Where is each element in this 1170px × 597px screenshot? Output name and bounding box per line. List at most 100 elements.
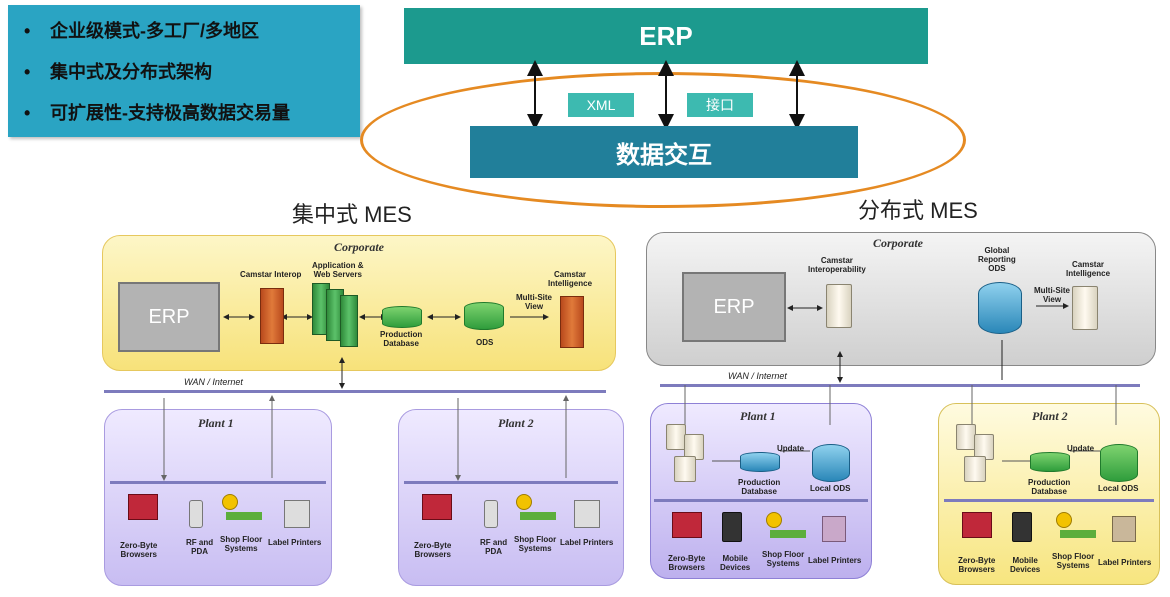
erp-box: ERP xyxy=(118,282,220,352)
corporate-title: Corporate xyxy=(334,240,385,254)
production-database-label: Production Database xyxy=(738,478,781,496)
data-exchange-block: 数据交互 xyxy=(470,126,858,178)
global-ods-icon xyxy=(978,282,1022,334)
pda-icon xyxy=(484,500,498,528)
bullet-item: •可扩展性-支持极高数据交易量 xyxy=(24,103,290,123)
camstar-intelligence-label: Camstar Intelligence xyxy=(1066,260,1111,278)
update-label: Update xyxy=(777,444,805,453)
interface-tag: 接口 xyxy=(687,93,753,117)
interop-server-icon xyxy=(826,284,852,328)
device-label: Zero-Byte Browsers xyxy=(668,554,706,572)
feature-bullets: •企业级模式-多工厂/多地区 •集中式及分布式架构 •可扩展性-支持极高数据交易… xyxy=(8,5,360,137)
device-label: Zero-Byte Browsers xyxy=(120,541,158,559)
distributed-plant-links xyxy=(684,385,1117,462)
local-ods-label: Local ODS xyxy=(1098,484,1139,493)
device-label: Label Printers xyxy=(808,556,862,565)
centralized-plant-links xyxy=(161,395,569,481)
ods-label: ODS xyxy=(476,338,494,347)
printer-icon xyxy=(1112,516,1136,542)
local-ods-icon xyxy=(812,444,850,482)
wan-bus xyxy=(660,384,1140,387)
device-label: RF and PDA xyxy=(480,538,508,556)
erp-block: ERP xyxy=(404,8,928,64)
browser-icon xyxy=(128,494,158,520)
wan-label: WAN / Internet xyxy=(728,371,787,381)
server-icon xyxy=(674,456,696,482)
device-label: RF and PDA xyxy=(186,538,214,556)
distributed-corp-links xyxy=(787,303,1069,383)
corporate-title: Corporate xyxy=(873,236,924,250)
plant-bus xyxy=(110,481,326,484)
xml-tag: XML xyxy=(568,93,634,117)
intelligence-server-icon xyxy=(560,296,584,348)
plant-bus xyxy=(944,499,1154,502)
device-label: Shop Floor Systems xyxy=(220,535,263,553)
production-database-icon xyxy=(1030,452,1070,472)
device-label: Label Printers xyxy=(560,538,614,547)
device-label: Shop Floor Systems xyxy=(514,535,557,553)
intelligence-server-icon xyxy=(1072,286,1098,330)
browser-icon xyxy=(672,512,702,538)
printer-icon xyxy=(822,516,846,542)
bullet-item: •企业级模式-多工厂/多地区 xyxy=(24,21,259,41)
plant-panel xyxy=(104,409,332,586)
device-label: Label Printers xyxy=(1098,558,1152,567)
tablet-icon xyxy=(1012,512,1032,542)
gear-icon xyxy=(516,494,532,510)
gear-icon xyxy=(1056,512,1072,528)
device-label: Zero-Byte Browsers xyxy=(958,556,996,574)
browser-icon xyxy=(962,512,992,538)
server-icon xyxy=(964,456,986,482)
device-label: Shop Floor Systems xyxy=(762,550,805,568)
centralized-title: 集中式 MES xyxy=(292,202,412,227)
conveyor-icon xyxy=(770,530,806,538)
local-ods-label: Local ODS xyxy=(810,484,851,493)
server-icon xyxy=(956,424,976,450)
gear-icon xyxy=(222,494,238,510)
printer-icon xyxy=(284,500,310,528)
bullet-item: •集中式及分布式架构 xyxy=(24,62,212,82)
gear-icon xyxy=(766,512,782,528)
app-server-icon xyxy=(340,295,358,347)
update-label: Update xyxy=(1067,444,1095,453)
app-servers-label: Application & Web Servers xyxy=(312,261,364,279)
wan-bus xyxy=(104,390,606,393)
production-database-label: Production Database xyxy=(1028,478,1071,496)
device-label: Shop Floor Systems xyxy=(1052,552,1095,570)
production-database-icon xyxy=(382,306,422,328)
camstar-intelligence-label: Camstar Intelligence xyxy=(548,270,593,288)
plant-title: Plant 2 xyxy=(1032,409,1068,423)
multi-site-view-label: Multi-Site View xyxy=(516,293,552,311)
conveyor-icon xyxy=(226,512,262,520)
conveyor-icon xyxy=(520,512,556,520)
conveyor-icon xyxy=(1060,530,1096,538)
erp-box: ERP xyxy=(682,272,786,342)
server-icon xyxy=(666,424,686,450)
interop-server-icon xyxy=(260,288,284,344)
plant-panel xyxy=(650,403,872,579)
local-ods-icon xyxy=(1100,444,1138,482)
camstar-interop-label: Camstar Interoperability xyxy=(808,256,866,274)
centralized-corp-links xyxy=(223,314,549,389)
plant-bus xyxy=(654,499,868,502)
device-label: Mobile Devices xyxy=(1010,556,1041,574)
plant-title: Plant 1 xyxy=(198,416,234,430)
production-database-label: Production Database xyxy=(380,330,423,348)
device-label: Zero-Byte Browsers xyxy=(414,541,452,559)
device-label: Mobile Devices xyxy=(720,554,751,572)
global-ods-label: Global Reporting ODS xyxy=(978,246,1016,273)
plant-title: Plant 2 xyxy=(498,416,534,430)
wan-label: WAN / Internet xyxy=(184,377,243,387)
erp-exchange-arrows xyxy=(527,60,805,130)
production-database-icon xyxy=(740,452,780,472)
plant-bus xyxy=(404,481,618,484)
pda-icon xyxy=(189,500,203,528)
device-label: Label Printers xyxy=(268,538,322,547)
multi-site-view-label: Multi-Site View xyxy=(1034,286,1070,304)
plant-title: Plant 1 xyxy=(740,409,776,423)
camstar-interop-label: Camstar Interop xyxy=(240,270,302,279)
distributed-title: 分布式 MES xyxy=(858,198,978,223)
printer-icon xyxy=(574,500,600,528)
ods-icon xyxy=(464,302,504,330)
tablet-icon xyxy=(722,512,742,542)
